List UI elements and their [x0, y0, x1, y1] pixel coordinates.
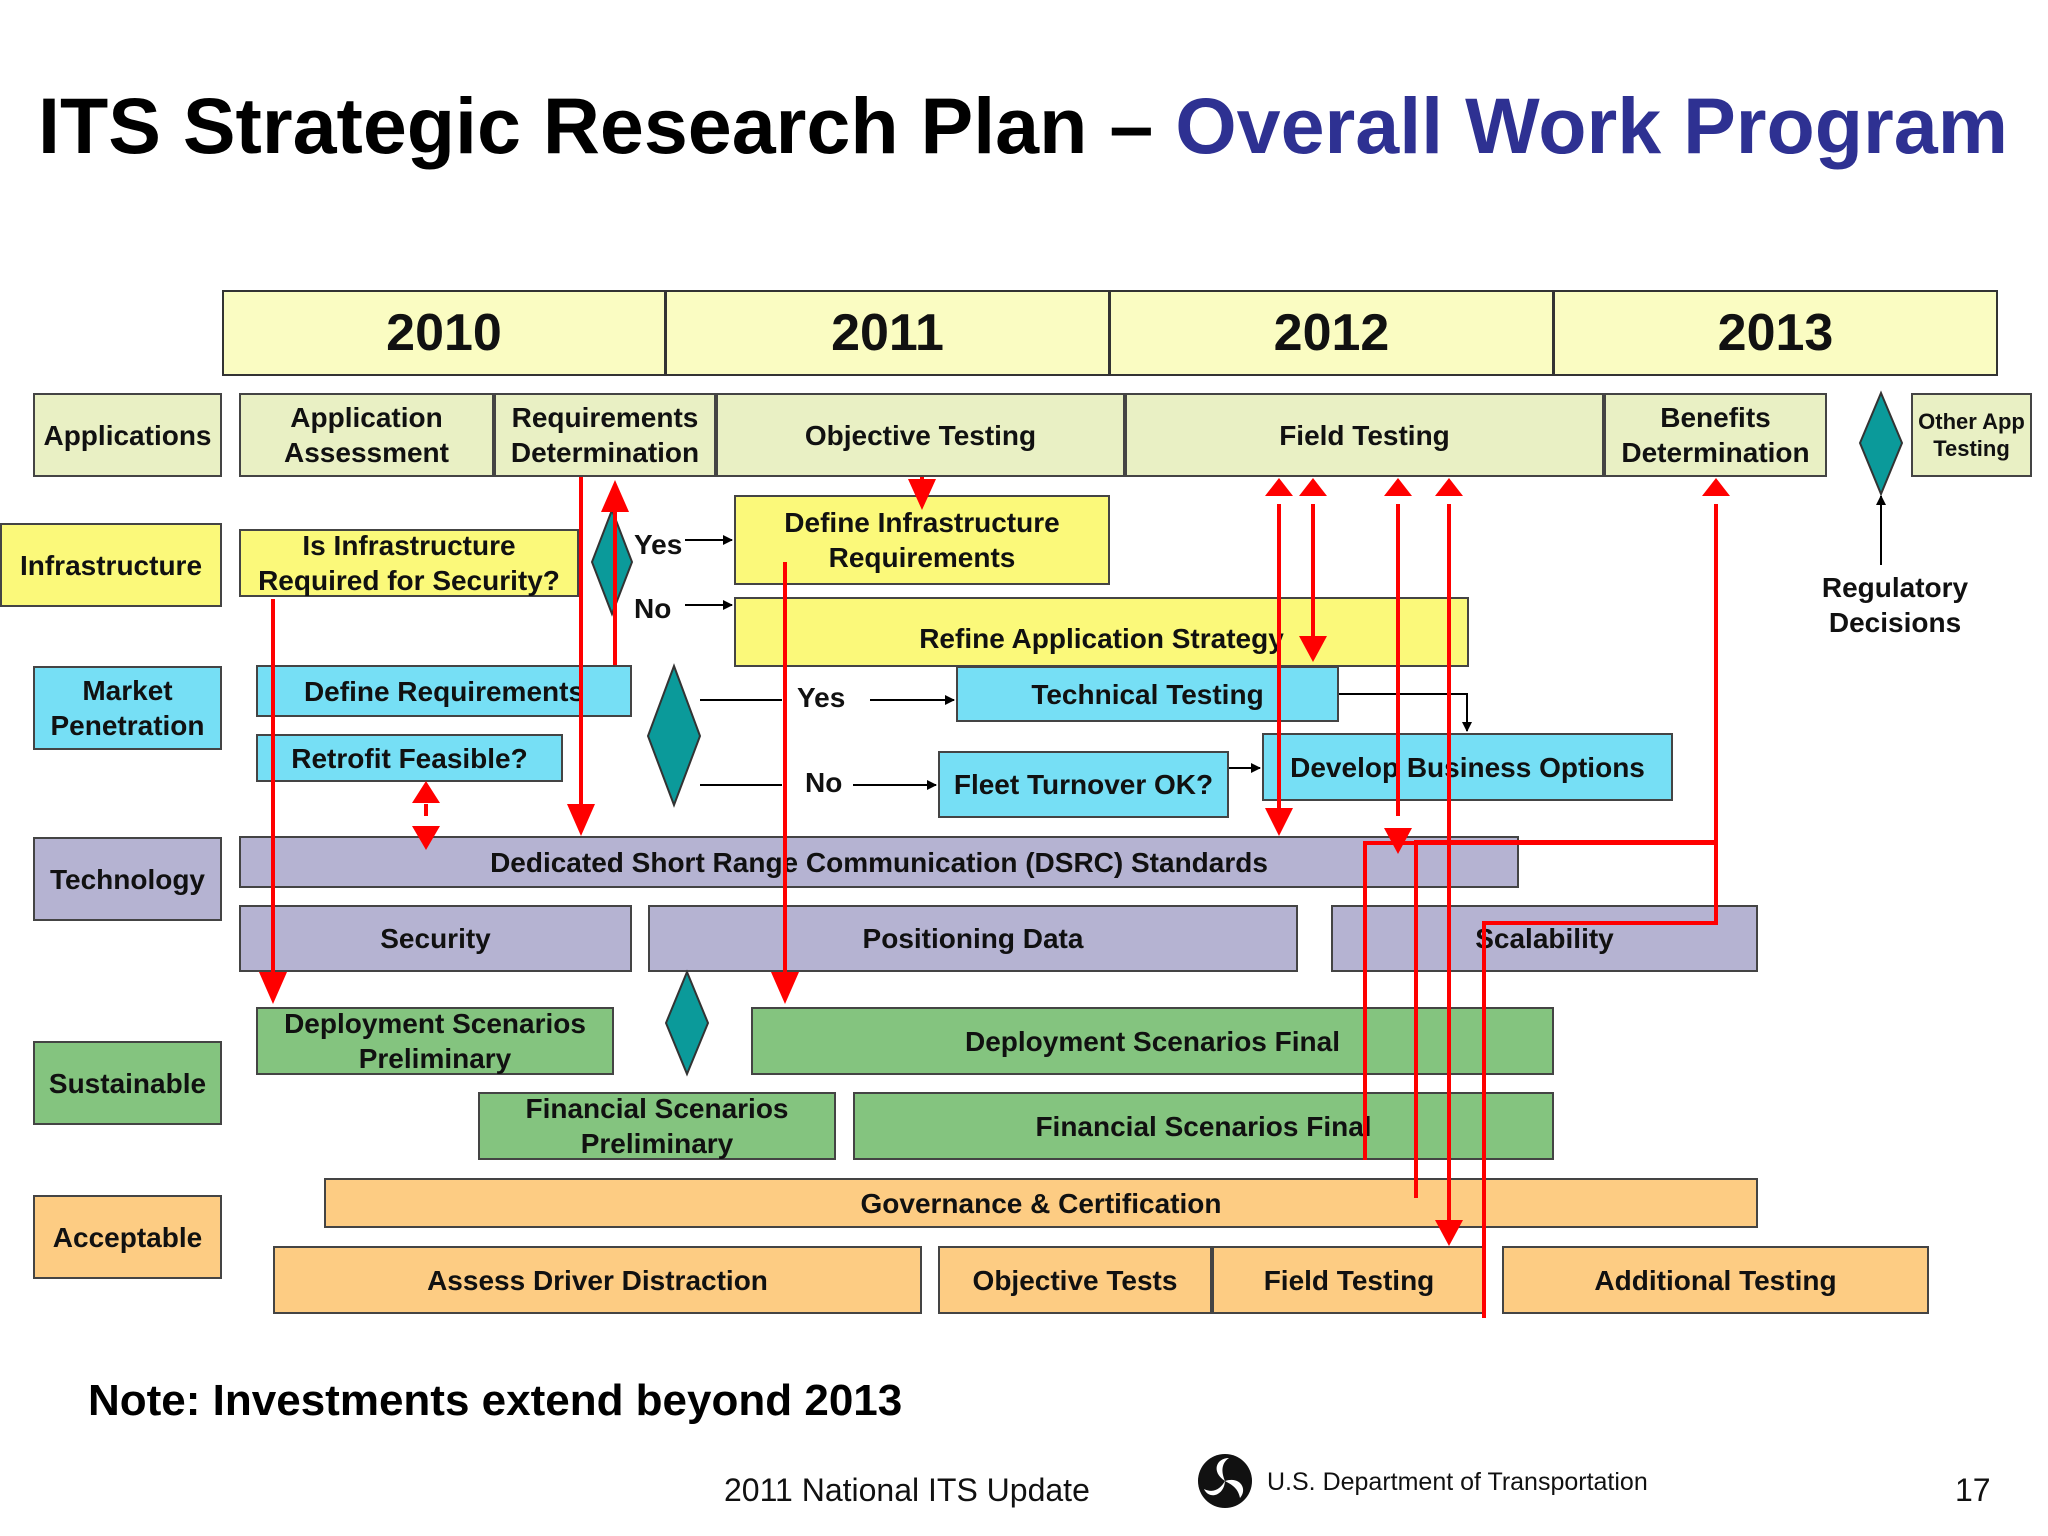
other-app-testing: Other App Testing	[1911, 393, 2032, 477]
page-number: 17	[1955, 1472, 1991, 1508]
scalability: Scalability	[1331, 905, 1758, 972]
title-main: ITS Strategic Research Plan –	[38, 81, 1176, 170]
infrastructure-no-label: No	[634, 593, 672, 624]
acceptable-field-testing: Field Testing	[1212, 1246, 1486, 1314]
decision-diamond-applications	[1858, 390, 1904, 497]
field-testing: Field Testing	[1125, 393, 1604, 477]
develop-business-options: Develop Business Options	[1262, 733, 1673, 801]
infrastructure-yes-label: Yes	[634, 529, 683, 560]
financial-scenarios-preliminary: Financial Scenarios Preliminary	[478, 1092, 836, 1160]
year-2010: 2010	[222, 290, 666, 376]
row-label-applications: Applications	[33, 393, 222, 477]
row-label-acceptable: Acceptable	[33, 1195, 222, 1279]
additional-testing: Additional Testing	[1502, 1246, 1929, 1314]
technical-testing: Technical Testing	[956, 666, 1339, 722]
fleet-turnover-ok: Fleet Turnover OK?	[938, 751, 1229, 818]
objective-testing: Objective Testing	[716, 393, 1125, 477]
market-no-label: No	[805, 767, 843, 798]
dot-logo-icon	[1198, 1454, 1252, 1508]
dot-logo	[1196, 1452, 1254, 1510]
benefits-determination: Benefits Determination	[1604, 393, 1827, 477]
assess-driver-distraction: Assess Driver Distraction	[273, 1246, 922, 1314]
deployment-scenarios-preliminary: Deployment Scenarios Preliminary	[256, 1007, 614, 1075]
year-2013: 2013	[1553, 290, 1998, 376]
row-label-sustainable: Sustainable	[33, 1041, 222, 1125]
decision-diamond-infrastructure	[590, 507, 634, 617]
financial-scenarios-final: Financial Scenarios Final	[853, 1092, 1554, 1160]
year-2012: 2012	[1109, 290, 1554, 376]
requirements-determination: Requirements Determination	[494, 393, 716, 477]
page-title: ITS Strategic Research Plan – Overall Wo…	[38, 80, 2008, 172]
note: Note: Investments extend beyond 2013	[88, 1376, 903, 1425]
positioning-data: Positioning Data	[648, 905, 1298, 972]
infrastructure-question: Is Infrastructure Required for Security?	[239, 529, 579, 597]
regulatory-decisions: Regulatory Decisions	[1821, 572, 1969, 638]
footer-update: 2011 National ITS Update	[724, 1472, 1090, 1508]
deployment-scenarios-final: Deployment Scenarios Final	[751, 1007, 1554, 1075]
row-label-infrastructure: Infrastructure	[0, 523, 222, 607]
decision-diamond-market	[646, 663, 702, 808]
dsrc-standards: Dedicated Short Range Communication (DSR…	[239, 836, 1519, 888]
decision-diamond-sustainable	[664, 969, 710, 1077]
row-label-market-penetration: Market Penetration	[33, 666, 222, 750]
footer-dot: U.S. Department of Transportation	[1267, 1468, 1648, 1496]
application-assessment: Application Assessment	[239, 393, 494, 477]
security: Security	[239, 905, 632, 972]
year-2011: 2011	[665, 290, 1110, 376]
refine-application-strategy: Refine Application Strategy	[734, 597, 1469, 667]
market-yes-label: Yes	[797, 682, 846, 713]
row-label-technology: Technology	[33, 837, 222, 921]
governance-certification: Governance & Certification	[324, 1178, 1758, 1228]
retrofit-feasible: Retrofit Feasible?	[256, 734, 563, 782]
define-requirements: Define Requirements	[256, 665, 632, 717]
connector-technical-business	[1339, 693, 1472, 732]
title-accent: Overall Work Program	[1175, 81, 2008, 170]
objective-tests: Objective Tests	[938, 1246, 1212, 1314]
